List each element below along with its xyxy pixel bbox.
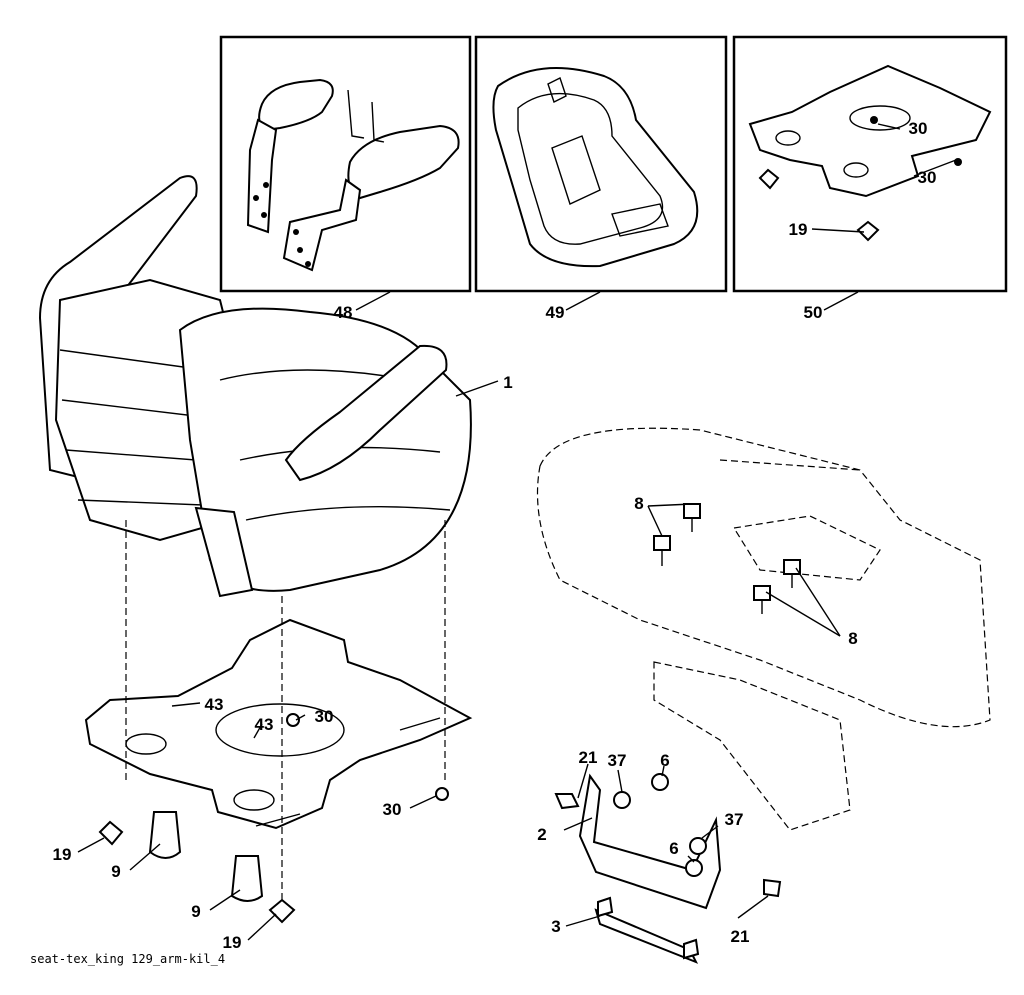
mower-frame-outline xyxy=(536,427,991,831)
callout-30-inset-top: 30 xyxy=(909,119,928,138)
callout-21-top: 21 xyxy=(579,748,598,767)
inset-armrests xyxy=(219,35,472,293)
callout-19-inset: 19 xyxy=(789,220,808,239)
diagram-caption: seat-tex_king 129_arm-kil_4 xyxy=(30,952,225,966)
callout-37-top: 37 xyxy=(608,751,627,770)
seat-mounting-plate xyxy=(84,618,473,830)
alignment-lines xyxy=(125,520,446,910)
callout-30-inset-right: 30 xyxy=(918,168,937,187)
callout-9-left: 9 xyxy=(111,862,120,881)
callout-6-right: 6 xyxy=(669,839,678,858)
callout-3: 3 xyxy=(551,917,560,936)
callout-6-top: 6 xyxy=(660,751,669,770)
bracket-assembly xyxy=(554,773,782,964)
callout-48: 48 xyxy=(334,303,353,322)
inset-seat-plate xyxy=(732,35,1008,293)
callout-37-right: 37 xyxy=(725,810,744,829)
callout-labels: 48 49 50 1 30 30 19 8 8 43 43 30 30 19 9… xyxy=(53,119,937,952)
callout-43-center: 43 xyxy=(255,715,274,734)
callout-9-bottom: 9 xyxy=(191,902,200,921)
callout-30-right: 30 xyxy=(383,800,402,819)
callout-8-top: 8 xyxy=(634,494,643,513)
callout-49: 49 xyxy=(546,303,565,322)
leader-lines xyxy=(77,123,957,941)
seat-assembly xyxy=(38,175,472,598)
inset-seat-cushion xyxy=(474,35,728,293)
callout-19-left: 19 xyxy=(53,845,72,864)
callout-50: 50 xyxy=(804,303,823,322)
callout-43-left: 43 xyxy=(205,695,224,714)
callout-19-bottom: 19 xyxy=(223,933,242,952)
callout-2: 2 xyxy=(537,825,546,844)
callout-30-plate: 30 xyxy=(315,707,334,726)
callout-21-bottom: 21 xyxy=(731,927,750,946)
callout-8-bottom: 8 xyxy=(848,629,857,648)
callout-1: 1 xyxy=(503,373,512,392)
